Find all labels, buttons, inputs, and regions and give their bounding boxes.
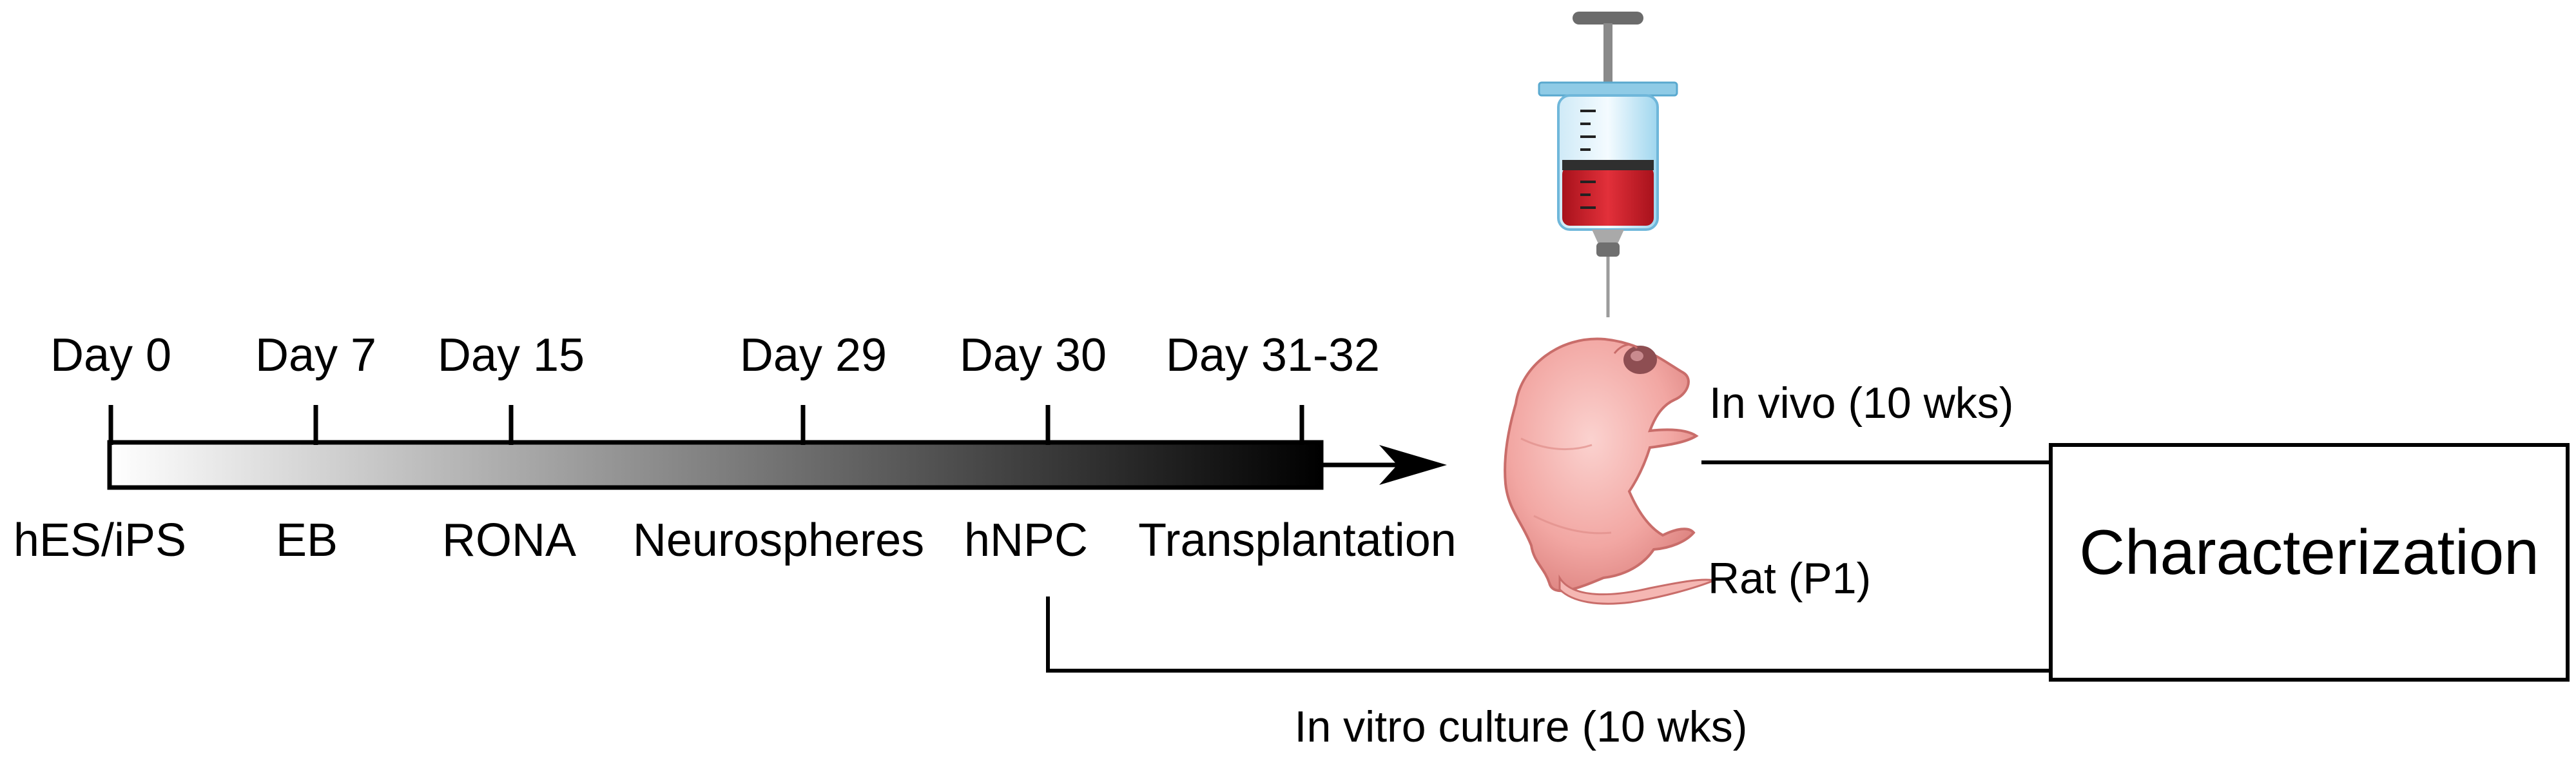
- rat-label: Rat (P1): [1708, 554, 1871, 603]
- branch-lines: [1046, 460, 2051, 673]
- stage-label: hNPC: [964, 515, 1088, 566]
- stage-label: Neurospheres: [633, 515, 924, 566]
- day-label: Day 29: [740, 330, 887, 381]
- day-label: Day 31-32: [1166, 330, 1380, 381]
- day-label: Day 15: [438, 330, 585, 381]
- stage-label: RONA: [442, 515, 576, 566]
- stage-label: Transplantation: [1138, 515, 1457, 566]
- stage-label: hES/iPS: [14, 515, 186, 566]
- arrow-head-icon: [1379, 445, 1447, 485]
- day-label: Day 0: [50, 330, 171, 381]
- day-label: Day 7: [255, 330, 376, 381]
- syringe-icon: [1538, 12, 1678, 317]
- timeline: [107, 405, 1447, 490]
- in-vitro-line: [1046, 597, 2051, 673]
- stage-labels: hES/iPS EB RONA Neurospheres hNPC Transp…: [14, 515, 1457, 566]
- in-vitro-label: In vitro culture (10 wks): [1295, 702, 1748, 751]
- characterization-box: Characterization: [2049, 443, 2570, 682]
- day-labels: Day 0 Day 7 Day 15 Day 29 Day 30 Day 31-…: [50, 330, 1380, 381]
- in-vivo-label: In vivo (10 wks): [1709, 379, 2013, 428]
- stage-label: EB: [276, 515, 338, 566]
- newborn-rat-icon: [1504, 337, 1718, 605]
- day-label: Day 30: [960, 330, 1107, 381]
- timeline-gradient-bar: [107, 440, 1324, 490]
- characterization-label: Characterization: [2079, 517, 2539, 587]
